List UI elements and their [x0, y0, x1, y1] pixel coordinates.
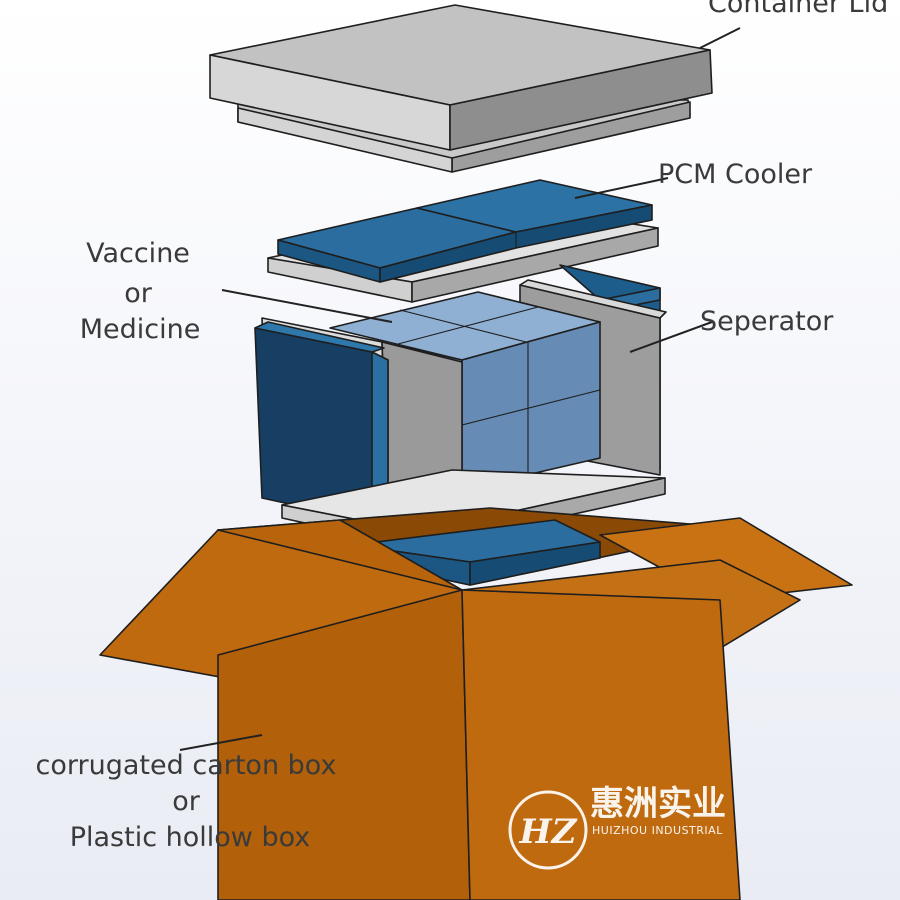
- huizhou-logo: HZ 惠洲实业 HUIZHOU INDUSTRIAL: [508, 784, 726, 870]
- logo-monogram: HZ: [519, 812, 578, 852]
- pcm-cooler-top: [267, 179, 659, 303]
- vaccine-label: Vaccine or Medicine: [80, 238, 201, 345]
- svg-text:corrugated carton box: corrugated carton box: [36, 750, 337, 781]
- svg-text:or: or: [172, 786, 201, 817]
- pcm-label: PCM Cooler: [658, 159, 813, 190]
- pcm-cooler-left: [254, 321, 389, 523]
- container-lid: [209, 4, 713, 173]
- svg-text:Vaccine: Vaccine: [86, 238, 190, 269]
- logo-ring-icon: [508, 790, 588, 870]
- carton-box: [99, 507, 853, 900]
- svg-text:or: or: [124, 278, 153, 309]
- separator-leader: [629, 321, 713, 353]
- svg-text:Medicine: Medicine: [80, 314, 201, 345]
- vaccine-leader: [221, 289, 393, 323]
- logo-chinese: 惠洲实业: [590, 784, 726, 824]
- lid-label: Container Lid: [708, 0, 888, 19]
- carton-leader: [179, 734, 263, 751]
- separator-label: Seperator: [700, 306, 834, 337]
- leader-lines: [179, 27, 741, 751]
- svg-text:Plastic hollow box: Plastic hollow box: [70, 822, 311, 853]
- lid-leader: [699, 27, 741, 49]
- logo-english: HUIZHOU INDUSTRIAL: [592, 824, 723, 837]
- pcm-leader: [574, 177, 669, 199]
- carton-label: corrugated carton box or Plastic hollow …: [36, 750, 337, 853]
